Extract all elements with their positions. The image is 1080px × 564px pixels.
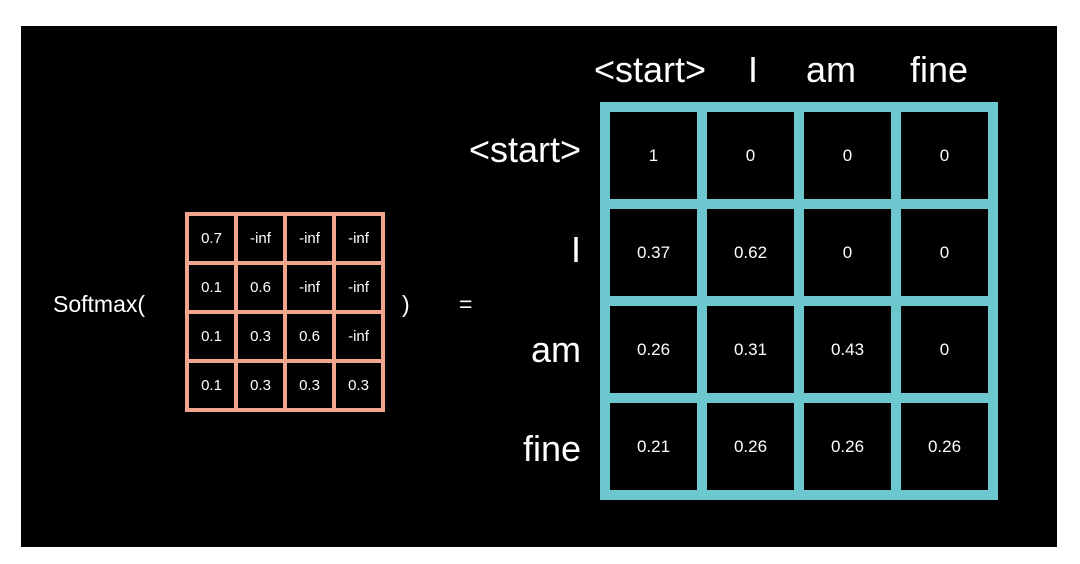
input-cell: -inf	[287, 216, 332, 261]
output-cell: 0	[901, 209, 988, 296]
input-cell: -inf	[238, 216, 283, 261]
input-cell: -inf	[287, 265, 332, 310]
input-cell: 0.1	[189, 363, 234, 408]
input-matrix: 0.7 -inf -inf -inf 0.1 0.6 -inf -inf 0.1…	[185, 212, 385, 412]
row-header-am: am	[530, 329, 581, 370]
close-paren: )	[402, 291, 410, 317]
col-header-fine: fine	[910, 49, 969, 90]
output-cell: 0.43	[804, 306, 891, 393]
output-cell: 0	[804, 209, 891, 296]
output-cell: 0	[901, 306, 988, 393]
input-cell: 0.3	[287, 363, 332, 408]
input-cell: 0.6	[238, 265, 283, 310]
output-cell: 0.26	[804, 403, 891, 490]
output-cell: 0	[901, 112, 988, 199]
row-header-start: <start>	[468, 129, 581, 170]
input-cell: 0.3	[238, 314, 283, 359]
input-cell: 0.1	[189, 265, 234, 310]
output-cell: 1	[610, 112, 697, 199]
col-header-i: I	[748, 49, 759, 90]
input-cell: -inf	[336, 314, 381, 359]
input-cell: 0.3	[238, 363, 283, 408]
equals-sign: =	[459, 291, 473, 317]
row-header-i: I	[570, 229, 581, 270]
output-cell: 0.37	[610, 209, 697, 296]
output-cell: 0.21	[610, 403, 697, 490]
col-header-start: <start>	[594, 49, 707, 90]
slide-frame: Softmax( 0.7 -inf -inf -inf 0.1 0.6 -inf…	[21, 26, 1057, 547]
output-matrix: 1 0 0 0 0.37 0.62 0 0 0.26 0.31 0.43 0 0…	[600, 102, 998, 500]
input-cell: 0.3	[336, 363, 381, 408]
input-cell: 0.1	[189, 314, 234, 359]
input-cell: 0.7	[189, 216, 234, 261]
col-header-am: am	[806, 49, 857, 90]
output-cell: 0.31	[707, 306, 794, 393]
output-cell: 0.62	[707, 209, 794, 296]
input-cell: -inf	[336, 216, 381, 261]
softmax-label: Softmax(	[53, 291, 146, 317]
output-cell: 0	[707, 112, 794, 199]
output-cell: 0.26	[610, 306, 697, 393]
output-cell: 0.26	[901, 403, 988, 490]
input-cell: -inf	[336, 265, 381, 310]
output-cell: 0	[804, 112, 891, 199]
row-header-fine: fine	[522, 428, 581, 469]
input-cell: 0.6	[287, 314, 332, 359]
output-cell: 0.26	[707, 403, 794, 490]
